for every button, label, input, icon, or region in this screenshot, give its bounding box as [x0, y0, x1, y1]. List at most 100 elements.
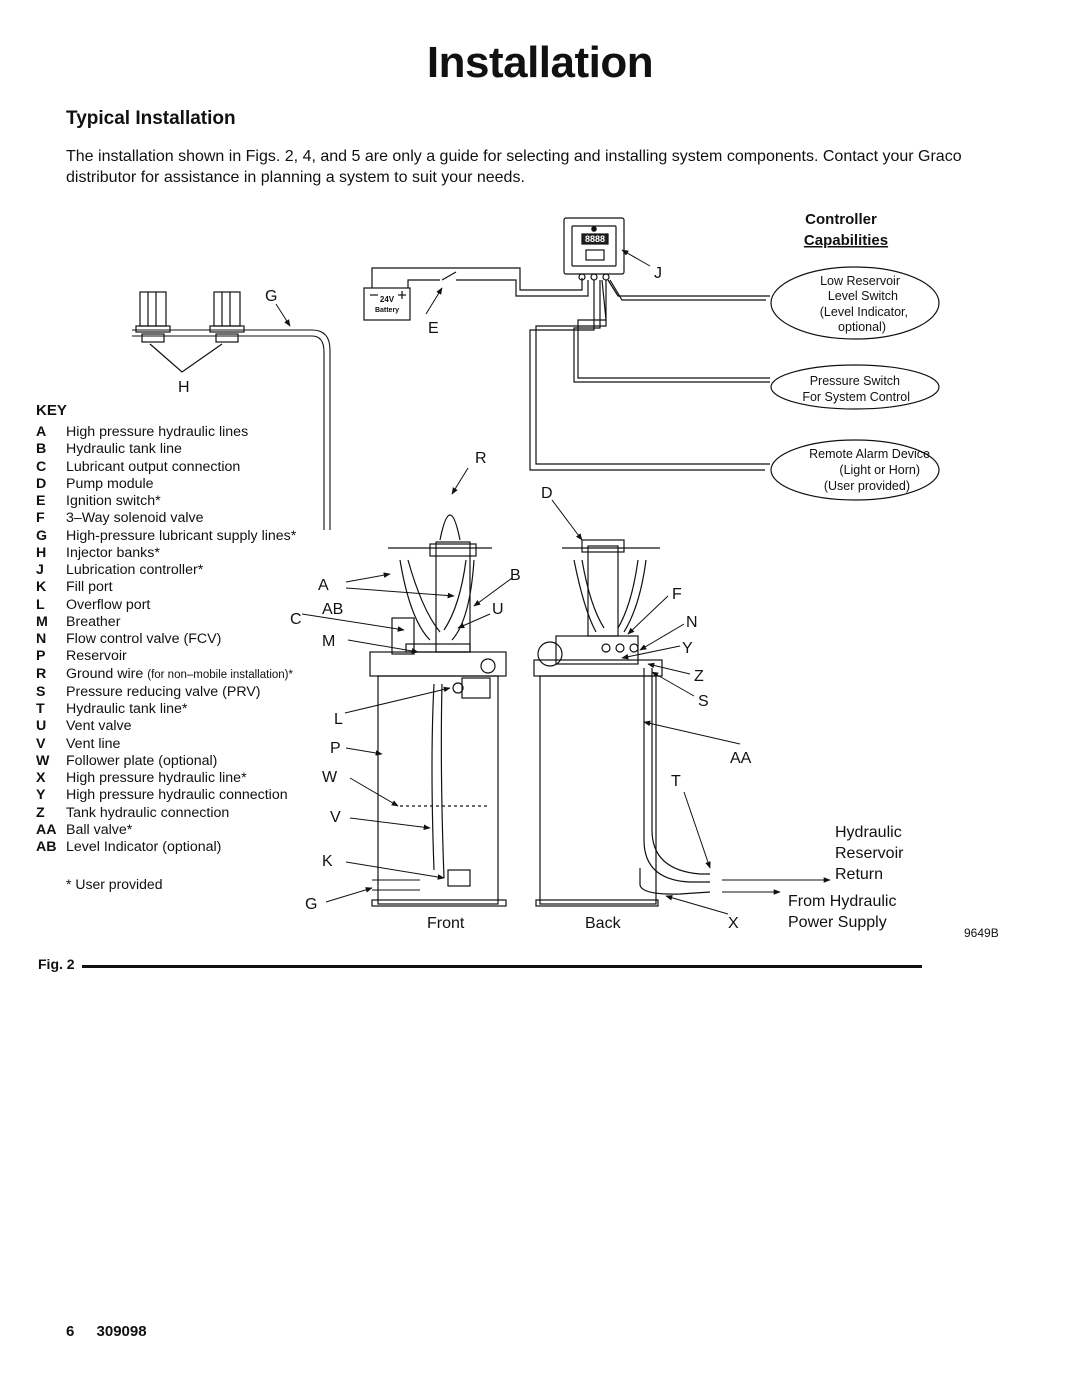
- bubble-low-reservoir-line: (Level Indicator,: [820, 305, 908, 319]
- key-item-text: Level Indicator (optional): [66, 839, 222, 855]
- figure-rule: [82, 965, 922, 968]
- key-item: N Flow control valve (FCV): [36, 631, 296, 648]
- key-item-code: T: [36, 701, 45, 717]
- figure-label: Fig. 2: [38, 956, 75, 972]
- key-item-code: K: [36, 579, 47, 596]
- hydraulic-supply-line: From Hydraulic: [788, 893, 896, 910]
- key-item-text: Ground wire: [66, 665, 144, 682]
- key-item-text: Hydraulic tank line*: [66, 701, 188, 717]
- bubble-low-reservoir-line: optional): [838, 320, 886, 334]
- bubble-alarm-line: Remote Alarm Device: [809, 447, 930, 461]
- page-footer: 6 309098: [66, 1323, 147, 1340]
- key-item-code: U: [36, 718, 47, 735]
- key-item-code: Z: [36, 804, 45, 821]
- callout-r: R: [475, 450, 487, 467]
- key-item-code: M: [36, 613, 48, 630]
- key-item-code: H: [36, 544, 47, 561]
- key-item: F 3–Way solenoid valve: [36, 510, 296, 527]
- key-item-code: F: [36, 510, 45, 527]
- key-item-code: J: [36, 562, 44, 578]
- key-item-code: V: [36, 735, 46, 752]
- callout-v: V: [330, 809, 341, 826]
- section-title: Typical Installation: [66, 108, 236, 129]
- key-item-code: G: [36, 527, 48, 544]
- battery: [363, 287, 411, 321]
- bubble-low-reservoir-line: Low Reservoir: [820, 274, 900, 288]
- injector-bank-right: [209, 291, 245, 343]
- key-item-text: Breather: [66, 613, 121, 630]
- key-item: U Vent valve: [36, 718, 296, 735]
- key-item-text: Ignition switch*: [66, 493, 161, 509]
- key-item: D Pump module: [36, 476, 296, 493]
- controller-heading: Controller: [805, 211, 877, 228]
- back-pump-assembly: [533, 539, 711, 907]
- key-item-text: Lubricant output connection: [66, 458, 241, 475]
- bubble-pressure-switch-line: Pressure Switch: [810, 374, 900, 388]
- key-item: K Fill port: [36, 579, 296, 596]
- key-item-code: A: [36, 424, 47, 440]
- key-item-text: Lubrication controller*: [66, 562, 204, 578]
- intro-paragraph: The installation shown in Figs. 2, 4, an…: [66, 148, 962, 186]
- key-item: C Lubricant output connection: [36, 459, 296, 476]
- callout-g-bottom: G: [305, 896, 317, 913]
- user-provided-note: * User provided: [66, 876, 163, 892]
- hydraulic-return-line: Hydraulic: [835, 824, 902, 841]
- hydraulic-return-line: Return: [835, 866, 883, 883]
- key-item-code: N: [36, 631, 47, 647]
- key-item-code: S: [36, 683, 46, 700]
- key-item-text: High pressure hydraulic connection: [66, 787, 288, 804]
- key-item-text: Flow control valve (FCV): [66, 631, 222, 647]
- injector-bank-left: [135, 291, 171, 343]
- callout-b: B: [510, 567, 521, 584]
- bubble-alarm-line: (User provided): [824, 479, 910, 493]
- key-item-text: 3–Way solenoid valve: [66, 510, 204, 527]
- key-item-code: E: [36, 493, 46, 509]
- callout-g: G: [265, 288, 277, 305]
- display-digits: 8888: [585, 234, 605, 244]
- key-item-code: Y: [36, 787, 46, 804]
- key-item-text: Pump module: [66, 475, 154, 492]
- callout-z: Z: [694, 668, 704, 685]
- key-item-text: Tank hydraulic connection: [66, 804, 230, 821]
- key-item-text: Reservoir: [66, 648, 127, 665]
- front-label: Front: [427, 915, 465, 932]
- key-item-text: Hydraulic tank line: [66, 441, 182, 458]
- callout-d: D: [541, 485, 553, 502]
- key-item: Y High pressure hydraulic connection: [36, 787, 296, 804]
- hydraulic-supply-line: Power Supply: [788, 914, 887, 931]
- key-item-text: Fill port: [66, 579, 113, 596]
- key-item: Z Tank hydraulic connection: [36, 805, 296, 822]
- low-reservoir-bubble: [770, 266, 940, 340]
- capabilities-heading: Capabilities: [804, 232, 888, 249]
- callout-u: U: [492, 601, 504, 618]
- pressure-switch-bubble: [770, 364, 940, 410]
- key-item-code: D: [36, 475, 47, 492]
- key-item: E Ignition switch*: [36, 493, 296, 510]
- key-item: A High pressure hydraulic lines: [36, 424, 296, 441]
- key-item-code: C: [36, 458, 47, 475]
- key-item-text: Follower plate (optional): [66, 752, 218, 769]
- callout-f: F: [672, 586, 682, 603]
- key-item: M Breather: [36, 614, 296, 631]
- callout-k: K: [322, 853, 333, 870]
- callout-c: C: [290, 611, 302, 628]
- key-item-code: AA: [36, 821, 57, 838]
- hydraulic-return-line: Reservoir: [835, 845, 904, 862]
- callout-l: L: [334, 711, 343, 728]
- callout-e: E: [428, 320, 439, 337]
- key-item-text: Vent valve: [66, 718, 132, 735]
- key-item-text: High pressure hydraulic lines: [66, 424, 249, 440]
- callout-j: J: [654, 265, 662, 282]
- key-item-text: Pressure reducing valve (PRV): [66, 683, 261, 700]
- controller-wiring: [371, 267, 770, 471]
- bubble-pressure-switch-line: For System Control: [802, 390, 910, 404]
- callout-t: T: [671, 773, 681, 790]
